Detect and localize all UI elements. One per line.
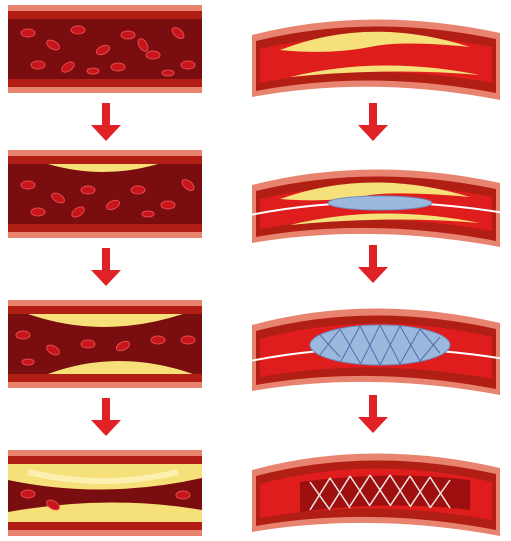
moderate-plaque-artery-illustration — [8, 300, 202, 388]
deflated-balloon — [328, 196, 432, 210]
right-arrow-1 — [358, 103, 388, 141]
healthy-artery-panel — [8, 5, 202, 93]
down-arrow-icon — [91, 398, 121, 436]
severe-plaque-artery-illustration — [8, 450, 202, 536]
early-plaque-artery-panel — [8, 150, 202, 238]
balloon-inflation-panel — [250, 295, 505, 400]
narrowed-artery-panel — [250, 5, 505, 105]
left-arrow-3 — [91, 398, 121, 436]
early-plaque-artery-illustration — [8, 150, 202, 238]
severe-plaque-artery-panel — [8, 450, 202, 536]
balloon-inflation-illustration — [250, 295, 505, 400]
down-arrow-icon — [358, 395, 388, 433]
balloon-catheter-illustration — [250, 155, 505, 250]
down-arrow-icon — [358, 103, 388, 141]
down-arrow-icon — [91, 103, 121, 141]
down-arrow-icon — [91, 248, 121, 286]
balloon-catheter-insertion-panel — [250, 155, 505, 250]
right-arrow-2 — [358, 245, 388, 283]
right-arrow-3 — [358, 395, 388, 433]
stent-in-place-panel — [250, 440, 505, 538]
down-arrow-icon — [358, 245, 388, 283]
healthy-artery-illustration — [8, 5, 202, 93]
narrowed-artery-illustration — [250, 5, 505, 105]
inflated-balloon-stent — [310, 325, 450, 365]
stent-in-place-illustration — [250, 440, 505, 538]
moderate-plaque-artery-panel — [8, 300, 202, 388]
left-arrow-2 — [91, 248, 121, 286]
left-arrow-1 — [91, 103, 121, 141]
